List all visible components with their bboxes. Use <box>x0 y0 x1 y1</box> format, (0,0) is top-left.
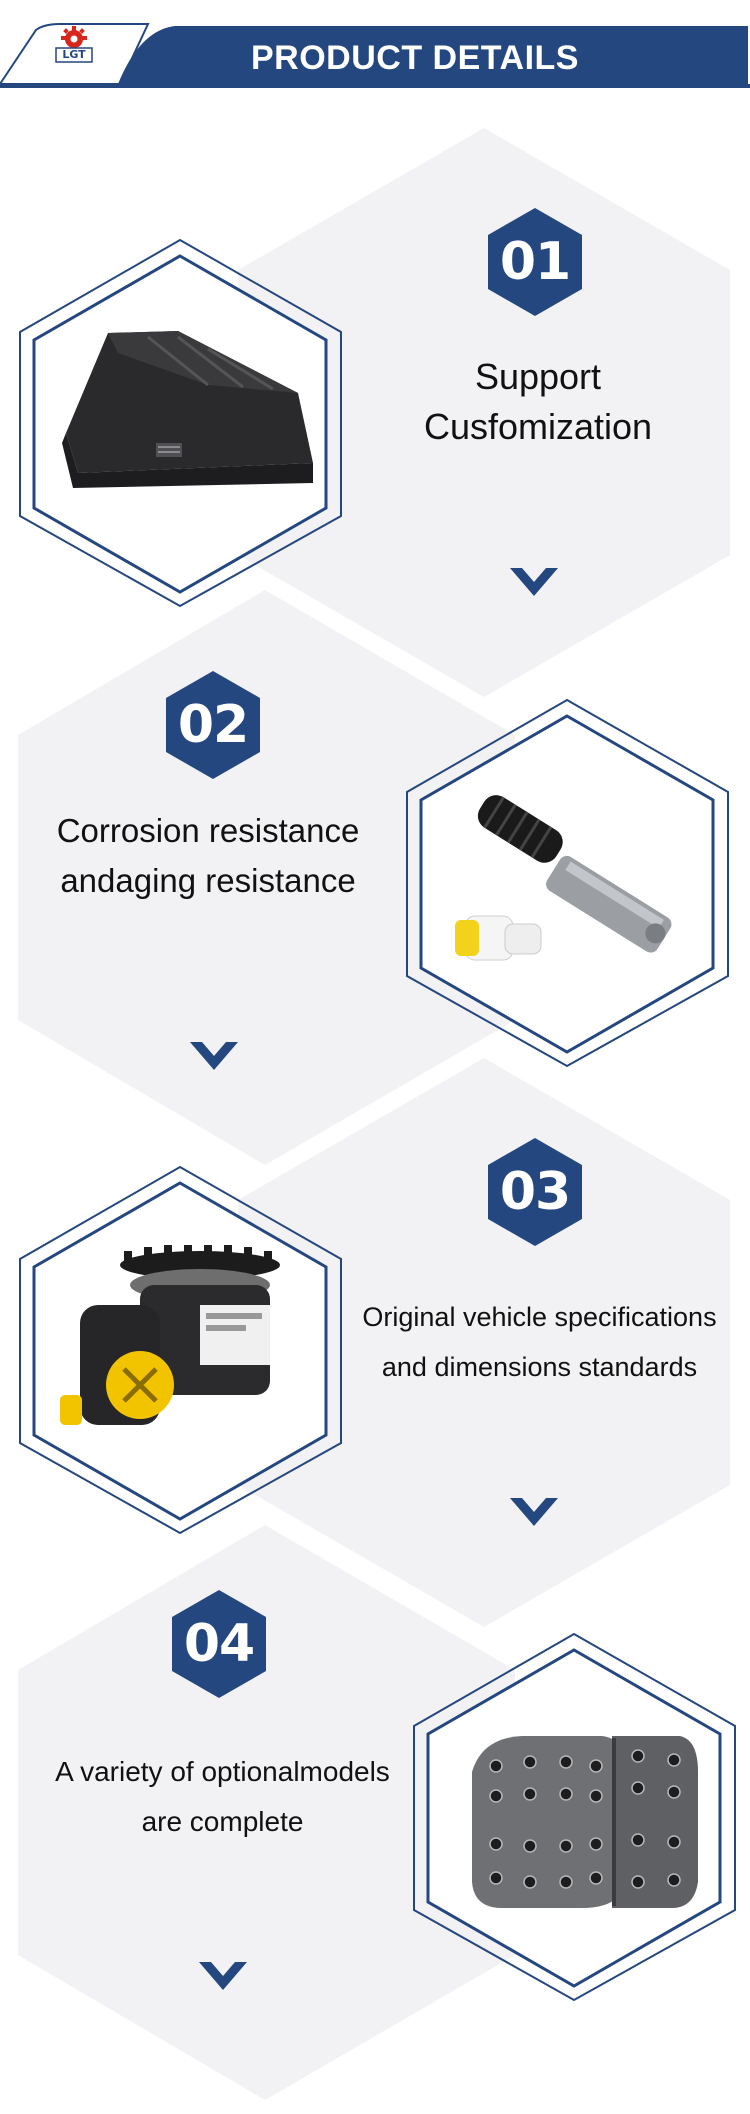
chevron-down-icon <box>199 1962 247 1990</box>
bg-hex-3 <box>238 1058 730 1627</box>
feature-text-2: Corrosion resistance andaging resistance <box>28 806 388 906</box>
feature-text-1: Support Cusfomization <box>358 352 718 452</box>
feature-line-2a: Corrosion resistance <box>56 812 360 849</box>
steering-pump-icon <box>60 1245 280 1425</box>
feature-line-1a: Support <box>474 356 602 397</box>
brake-lining-icon <box>472 1736 698 1908</box>
feature-number-1: 01 <box>499 232 571 292</box>
product-frame-3 <box>18 1165 343 1535</box>
feature-line-1b: Cusfomization <box>423 406 653 447</box>
number-hexagon-icon <box>172 1590 266 1698</box>
feature-text-3: Original vehicle specifications and dime… <box>342 1292 737 1392</box>
chevron-down-icon <box>190 1042 238 1070</box>
feature-line-4a: A variety of optionalmodels <box>55 1756 390 1787</box>
feature-number-3: 03 <box>499 1162 571 1222</box>
feature-number-badge-2: 02 <box>166 671 260 779</box>
logo-gear-icon <box>55 26 93 63</box>
feature-line-2b: andaging resistance <box>60 862 356 899</box>
feature-number-4: 04 <box>183 1614 255 1674</box>
chevron-down-icon <box>510 568 558 596</box>
number-hexagon-icon <box>488 1138 582 1246</box>
number-hexagon-icon <box>166 671 260 779</box>
company-logo: LGT <box>50 26 98 66</box>
feature-line-4b: are complete <box>141 1806 304 1837</box>
bg-hex-4 <box>18 1525 515 2100</box>
feature-line-3a: Original vehicle specifications <box>362 1302 717 1332</box>
feature-number-2: 02 <box>177 695 249 755</box>
feature-number-badge-4: 04 <box>172 1590 266 1698</box>
page-title: PRODUCT DETAILS <box>251 38 579 77</box>
feature-number-badge-1: 01 <box>488 208 582 316</box>
feature-number-badge-3: 03 <box>488 1138 582 1246</box>
feature-text-4: A variety of optionalmodels are complete <box>20 1747 425 1847</box>
number-hexagon-icon <box>488 208 582 316</box>
bg-hex-1 <box>238 128 730 697</box>
clutch-booster-icon <box>455 795 672 961</box>
feature-line-3b: and dimensions standards <box>381 1352 698 1382</box>
logo-text: LGT <box>62 48 86 61</box>
product-frame-4 <box>412 1632 737 2002</box>
battery-cover-icon <box>62 331 313 488</box>
product-frame-2 <box>405 698 730 1068</box>
product-frame-1 <box>18 238 343 608</box>
header-banner: LGT PRODUCT DETAILS <box>0 0 750 95</box>
chevron-down-icon <box>510 1498 558 1526</box>
header-banner-shape <box>0 23 750 88</box>
bg-hex-2 <box>18 590 515 1165</box>
